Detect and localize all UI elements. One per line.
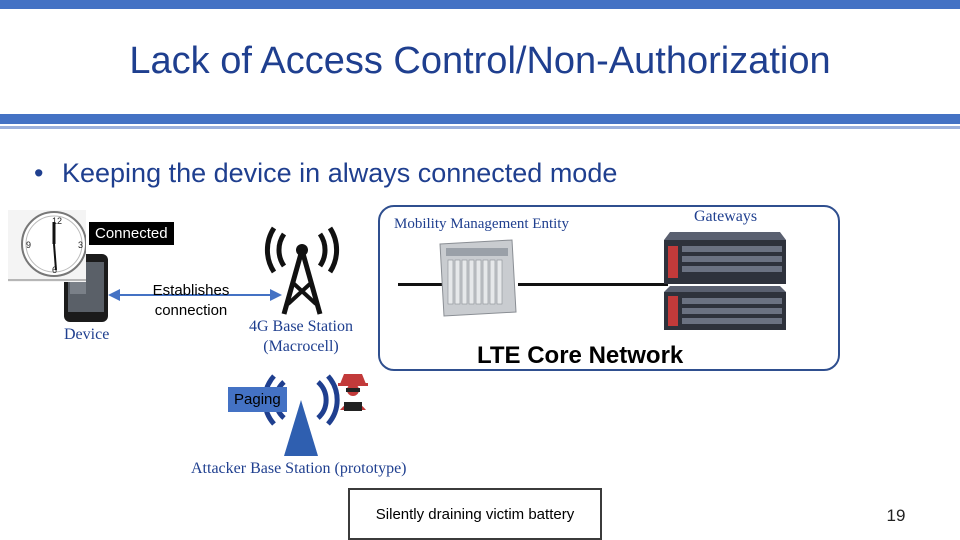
cell-tower-icon (264, 226, 340, 315)
tower-to-mme-line (398, 283, 446, 286)
connected-label: Connected (89, 222, 174, 245)
clock-icon: 12 3 6 9 (8, 210, 86, 282)
hacker-icon (338, 374, 368, 411)
top-accent-bar (0, 0, 960, 9)
svg-text:6: 6 (52, 265, 57, 275)
bullet-text: Keeping the device in always connected m… (62, 158, 618, 188)
battery-drain-box: Silently draining victim battery (348, 488, 602, 540)
establishes-connection-label: Establishes connection (152, 282, 230, 319)
mme-label: Mobility Management Entity (394, 216, 569, 232)
title-divider-bar (0, 114, 960, 124)
base-station-label-line2: (Macrocell) (263, 338, 339, 355)
title-divider-thin (0, 126, 960, 129)
slide-title: Lack of Access Control/Non-Authorization (129, 40, 831, 82)
connection-arrow (108, 289, 282, 301)
attacker-base-station-label: Attacker Base Station (prototype) (191, 460, 407, 477)
battery-drain-label: Silently draining victim battery (375, 505, 575, 523)
base-station-label: 4G Base Station (Macrocell) (236, 317, 366, 357)
svg-text:9: 9 (26, 240, 31, 250)
gateway-server-icon-2 (664, 286, 786, 330)
lte-core-network-box (378, 205, 840, 371)
lte-core-network-label: LTE Core Network (477, 342, 684, 369)
page-number: 19 (886, 506, 906, 525)
mme-server-icon (439, 239, 517, 317)
svg-text:12: 12 (52, 216, 62, 226)
gateways-label: Gateways (694, 208, 758, 225)
bullet-point: • Keeping the device in always connected … (34, 158, 617, 189)
bullet-dot-icon: • (34, 158, 44, 188)
device-label: Device (64, 326, 110, 343)
svg-text:3: 3 (78, 240, 83, 250)
paging-label: Paging (228, 387, 287, 412)
gateway-server-icon-1 (664, 232, 786, 284)
mme-to-gateway-line (518, 283, 668, 286)
base-station-label-line1: 4G Base Station (249, 318, 353, 335)
